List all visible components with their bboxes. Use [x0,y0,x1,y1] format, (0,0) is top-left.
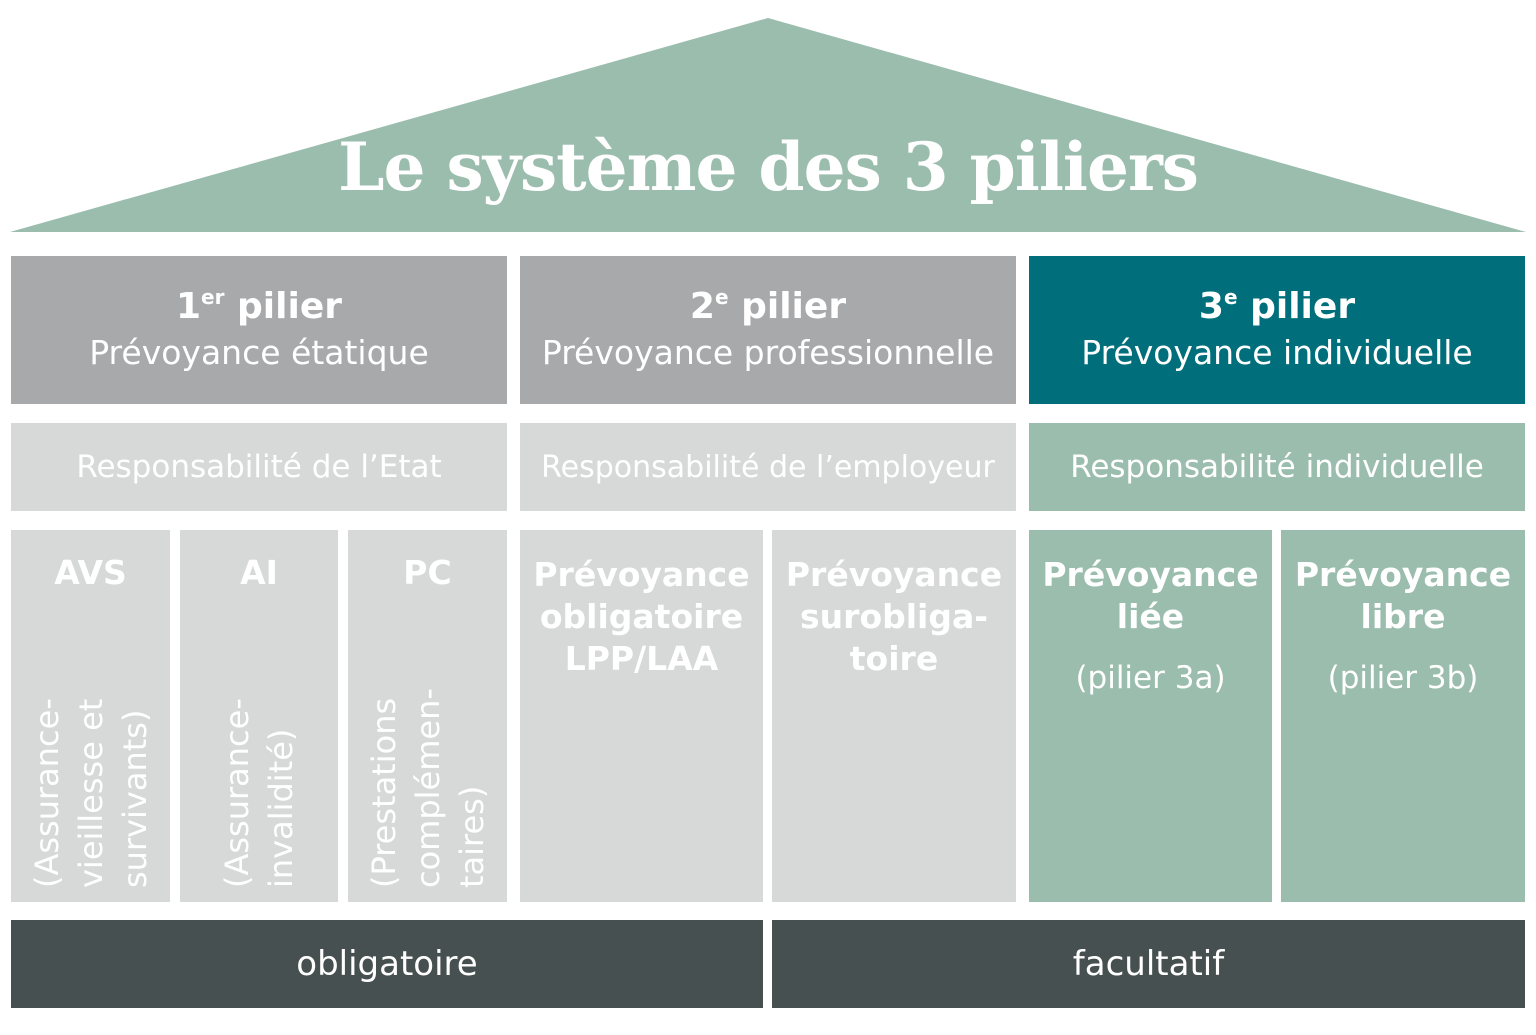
column-prevoyance-liee: Prévoyance liée (pilier 3a) [1029,530,1272,902]
pillar-2-responsibility: Responsabilité de l’employeur [520,423,1016,511]
prevoyance-libre-note: (pilier 3b) [1327,660,1479,696]
pillar-3-subtitle: Prévoyance individuelle [1081,333,1473,372]
pc-description-wrap: (Prestations complémen- taires) [348,688,507,888]
pillar-1-header: 1er pilier Prévoyance étatique [11,256,507,404]
column-prevoyance-libre: Prévoyance libre (pilier 3b) [1281,530,1525,902]
prevoyance-liee-title: Prévoyance liée [1042,555,1259,636]
ai-description: (Assurance- invalidité) [218,698,300,888]
pillar-1-responsibility: Responsabilité de l’Etat [11,423,507,511]
pillar-1-subtitle: Prévoyance étatique [89,333,429,372]
pc-description: (Prestations complémen- taires) [364,688,491,888]
surobligatoire-title: Prévoyance surobliga- toire [785,555,1003,678]
pillar-2-header: 2e pilier Prévoyance professionnelle [520,256,1016,404]
column-avs: AVS (Assurance- vieillesse et survivants… [11,530,170,902]
roof [10,18,1526,232]
pillar-1-label: 1er pilier [175,285,342,327]
column-pc: PC (Prestations complémen- taires) [348,530,507,902]
prevoyance-libre-title: Prévoyance libre [1294,555,1512,636]
ai-description-wrap: (Assurance- invalidité) [180,688,338,888]
avs-description: (Assurance- vieillesse et survivants) [27,698,154,888]
diagram-title: Le système des 3 piliers [338,128,1199,206]
roof-shape [10,18,1526,232]
avs-title: AVS [54,553,127,592]
lpp-title: Prévoyance obligatoire LPP/LAA [533,555,750,678]
column-lpp: Prévoyance obligatoire LPP/LAA [520,530,763,902]
pillar-3-header: 3e pilier Prévoyance individuelle [1029,256,1525,404]
ai-title: AI [240,553,278,592]
pillar-2-label: 2e pilier [689,285,847,327]
pillar-3-responsibility: Responsabilité individuelle [1029,423,1525,511]
avs-description-wrap: (Assurance- vieillesse et survivants) [11,688,170,888]
column-ai: AI (Assurance- invalidité) [180,530,338,902]
footer-obligatoire: obligatoire [11,920,763,1008]
pillar-3-label: 3e pilier [1198,285,1356,327]
pc-title: PC [403,553,452,592]
footer-facultatif: facultatif [772,920,1525,1008]
prevoyance-liee-note: (pilier 3a) [1075,660,1226,696]
pillar-2-subtitle: Prévoyance professionnelle [541,333,995,372]
column-surobligatoire: Prévoyance surobliga- toire [772,530,1016,902]
